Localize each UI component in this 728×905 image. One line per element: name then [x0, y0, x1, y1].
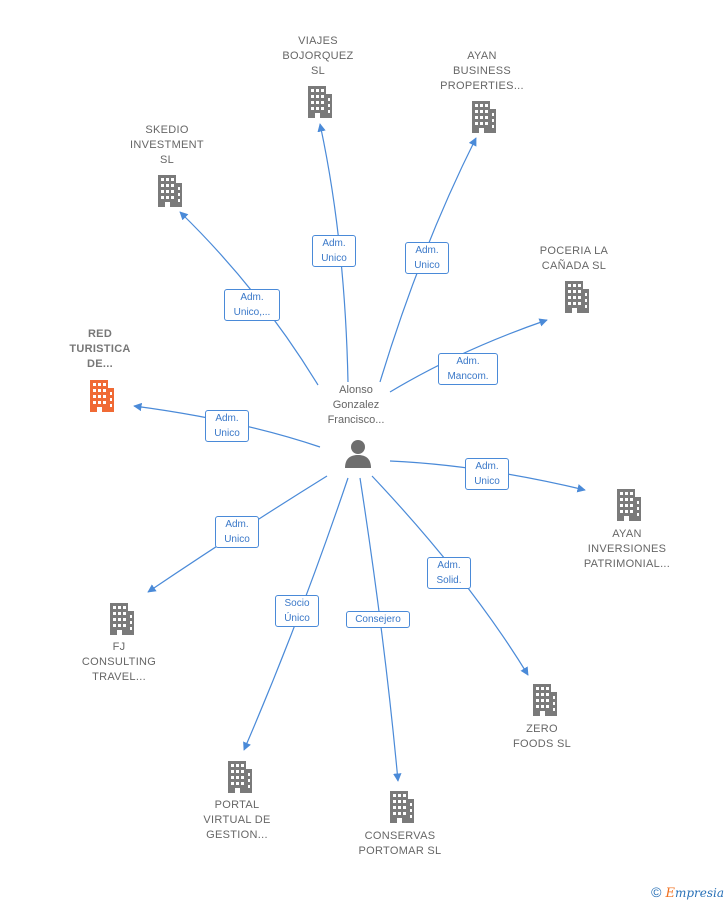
person-name[interactable]: Alonso Gonzalez Francisco...	[327, 384, 385, 426]
edge-label-conservas[interactable]: Consejero	[346, 611, 410, 628]
edge-connector-conservas	[359, 477, 402, 782]
edge-label-portal[interactable]: Socio Único	[275, 595, 319, 627]
brand-logo-initial: E	[665, 886, 675, 901]
building-icon[interactable]	[561, 279, 591, 315]
edge-label-ayan-inversiones[interactable]: Adm. Unico	[465, 458, 509, 490]
building-icon[interactable]	[86, 378, 116, 414]
node-label-zero-foods[interactable]: ZERO FOODS SL	[512, 723, 572, 750]
brand-logo-text: mpresia	[674, 886, 724, 900]
brand-footer: ©Empresia	[651, 884, 724, 901]
node-label-portal[interactable]: PORTAL VIRTUAL DE GESTION...	[203, 799, 271, 841]
edge-label-zero-foods[interactable]: Adm. Solid.	[427, 557, 471, 589]
node-label-fj-consulting[interactable]: FJ CONSULTING TRAVEL...	[81, 641, 157, 683]
edge-label-red-turistica[interactable]: Adm. Unico	[205, 410, 249, 442]
building-icon[interactable]	[154, 173, 184, 209]
node-label-red-turistica[interactable]: RED TURISTICA DE...	[69, 328, 131, 370]
building-icon[interactable]	[224, 759, 254, 795]
node-label-conservas[interactable]: CONSERVAS PORTOMAR SL	[358, 830, 442, 857]
edge-label-ayan-business[interactable]: Adm. Unico	[405, 242, 449, 274]
building-icon[interactable]	[304, 84, 334, 120]
node-label-viajes[interactable]: VIAJES BOJORQUEZ SL	[282, 35, 354, 77]
node-label-poceria[interactable]: POCERIA LA CAÑADA SL	[539, 245, 609, 272]
building-icon[interactable]	[386, 789, 416, 825]
building-icon[interactable]	[529, 682, 559, 718]
edge-label-poceria[interactable]: Adm. Mancom.	[438, 353, 498, 385]
building-icon[interactable]	[106, 601, 136, 637]
building-icon[interactable]	[468, 99, 498, 135]
node-label-ayan-inversiones[interactable]: AYAN INVERSIONES PATRIMONIAL...	[583, 528, 671, 570]
edge-label-fj-consulting[interactable]: Adm. Unico	[215, 516, 259, 548]
edge-label-viajes[interactable]: Adm. Unico	[312, 235, 356, 267]
edge-label-skedio[interactable]: Adm. Unico,...	[224, 289, 280, 321]
person-icon[interactable]	[343, 438, 373, 468]
node-label-ayan-business[interactable]: AYAN BUSINESS PROPERTIES...	[440, 50, 524, 92]
node-label-skedio[interactable]: SKEDIO INVESTMENT SL	[130, 124, 204, 166]
copyright-icon: ©	[651, 884, 662, 900]
building-icon[interactable]	[613, 487, 643, 523]
